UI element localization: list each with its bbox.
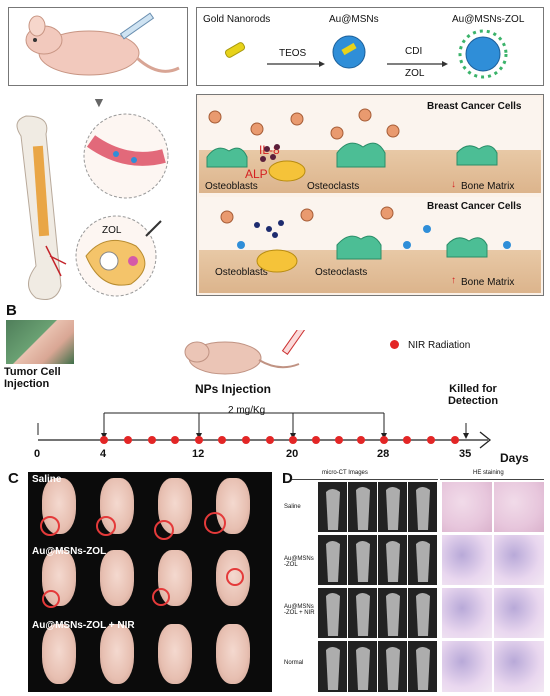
- upper-bone-matrix-label: Bone Matrix: [461, 181, 515, 192]
- mouse-injection-box: [8, 7, 188, 86]
- mouse-photo-grid: [28, 472, 272, 692]
- tick-35: 35: [459, 448, 472, 460]
- tick-20: 20: [286, 448, 299, 460]
- micro-ct-title: micro-CT Images: [322, 470, 368, 476]
- synthesis-box: Gold Nanorods Au@MSNs Au@MSNs-ZOL TEOS C…: [196, 7, 544, 86]
- lower-osteoblasts-label: Osteoblasts: [215, 267, 268, 278]
- days-label: Days: [500, 451, 529, 465]
- tick-4: 4: [100, 448, 107, 460]
- tick-28: 28: [377, 448, 390, 460]
- nir-legend-label: NIR Radiation: [408, 340, 471, 351]
- nir-dots: [100, 436, 459, 444]
- upper-osteoclasts-label: Osteoclasts: [307, 181, 360, 192]
- d-row-zol: Au@MSNs -ZOL: [284, 556, 314, 568]
- killed-for-detection-label: Killed for Detection: [447, 383, 499, 407]
- tumor-cell-injection-label: Tumor Cell Injection: [4, 366, 61, 390]
- he-divider: [440, 479, 544, 480]
- gold-nanorod-icon: [224, 42, 246, 58]
- nps-injection-label: NPs Injection: [195, 382, 272, 396]
- au-msns-label: Au@MSNs: [329, 14, 379, 25]
- d-row-nir: Au@MSNs -ZOL + NIR: [284, 604, 315, 616]
- nir-legend-dot: [390, 340, 399, 349]
- microenvironment-box: Breast Cancer Cells IL-8 ALP Osteoblasts…: [196, 94, 544, 296]
- gold-nanorods-label: Gold Nanorods: [203, 14, 271, 25]
- alp-label: ALP: [245, 167, 268, 181]
- micro-ct-divider: [292, 479, 438, 480]
- upper-osteoblasts-label: Osteoblasts: [205, 181, 258, 192]
- panel-label-d: D: [282, 470, 293, 487]
- tick-12: 12: [192, 448, 205, 460]
- lower-osteoclasts-label: Osteoclasts: [315, 267, 368, 278]
- lower-bone-matrix-label: Bone Matrix: [461, 277, 515, 288]
- panel-label-b: B: [6, 302, 17, 319]
- down-arrow-icon: ▼: [92, 94, 106, 110]
- tumor-injection-photo: [6, 320, 74, 364]
- bone-illustration: [16, 113, 169, 300]
- lower-arrow-icon: ↑: [451, 275, 456, 286]
- cells-drawing: [206, 108, 511, 273]
- c-saline-label: Saline: [32, 474, 62, 485]
- tick-0: 0: [34, 448, 41, 460]
- upper-arrow-icon: ↓: [451, 179, 456, 190]
- mouse-illustration: [25, 12, 180, 76]
- synthesis-diagram: [224, 29, 508, 79]
- lower-cancer-title: Breast Cancer Cells: [427, 201, 522, 212]
- zol-reagent-label: ZOL: [405, 68, 425, 79]
- c-nir-label: Au@MSNs-ZOL + NIR: [32, 620, 135, 631]
- he-staining-grid: [442, 482, 544, 692]
- d-row-saline: Saline: [284, 504, 301, 510]
- cdi-label: CDI: [405, 46, 423, 57]
- upper-cancer-title: Breast Cancer Cells: [427, 101, 522, 112]
- d-row-normal: Normal: [284, 660, 304, 666]
- au-msns-zol-label: Au@MSNs-ZOL: [452, 14, 525, 25]
- dose-label: 2 mg/Kg: [228, 405, 266, 416]
- au-msn-zol-icon: [465, 36, 501, 72]
- he-staining-title: HE staining: [473, 470, 504, 476]
- micro-ct-grid: [318, 482, 438, 692]
- panel-label-c: C: [8, 470, 19, 487]
- c-zol-label: Au@MSNs-ZOL: [32, 546, 107, 557]
- timeline-axis: [37, 412, 492, 449]
- bone-zol-label: ZOL: [102, 225, 122, 236]
- teos-label: TEOS: [279, 48, 307, 59]
- nude-mouse-syringe-illustration: [184, 330, 308, 375]
